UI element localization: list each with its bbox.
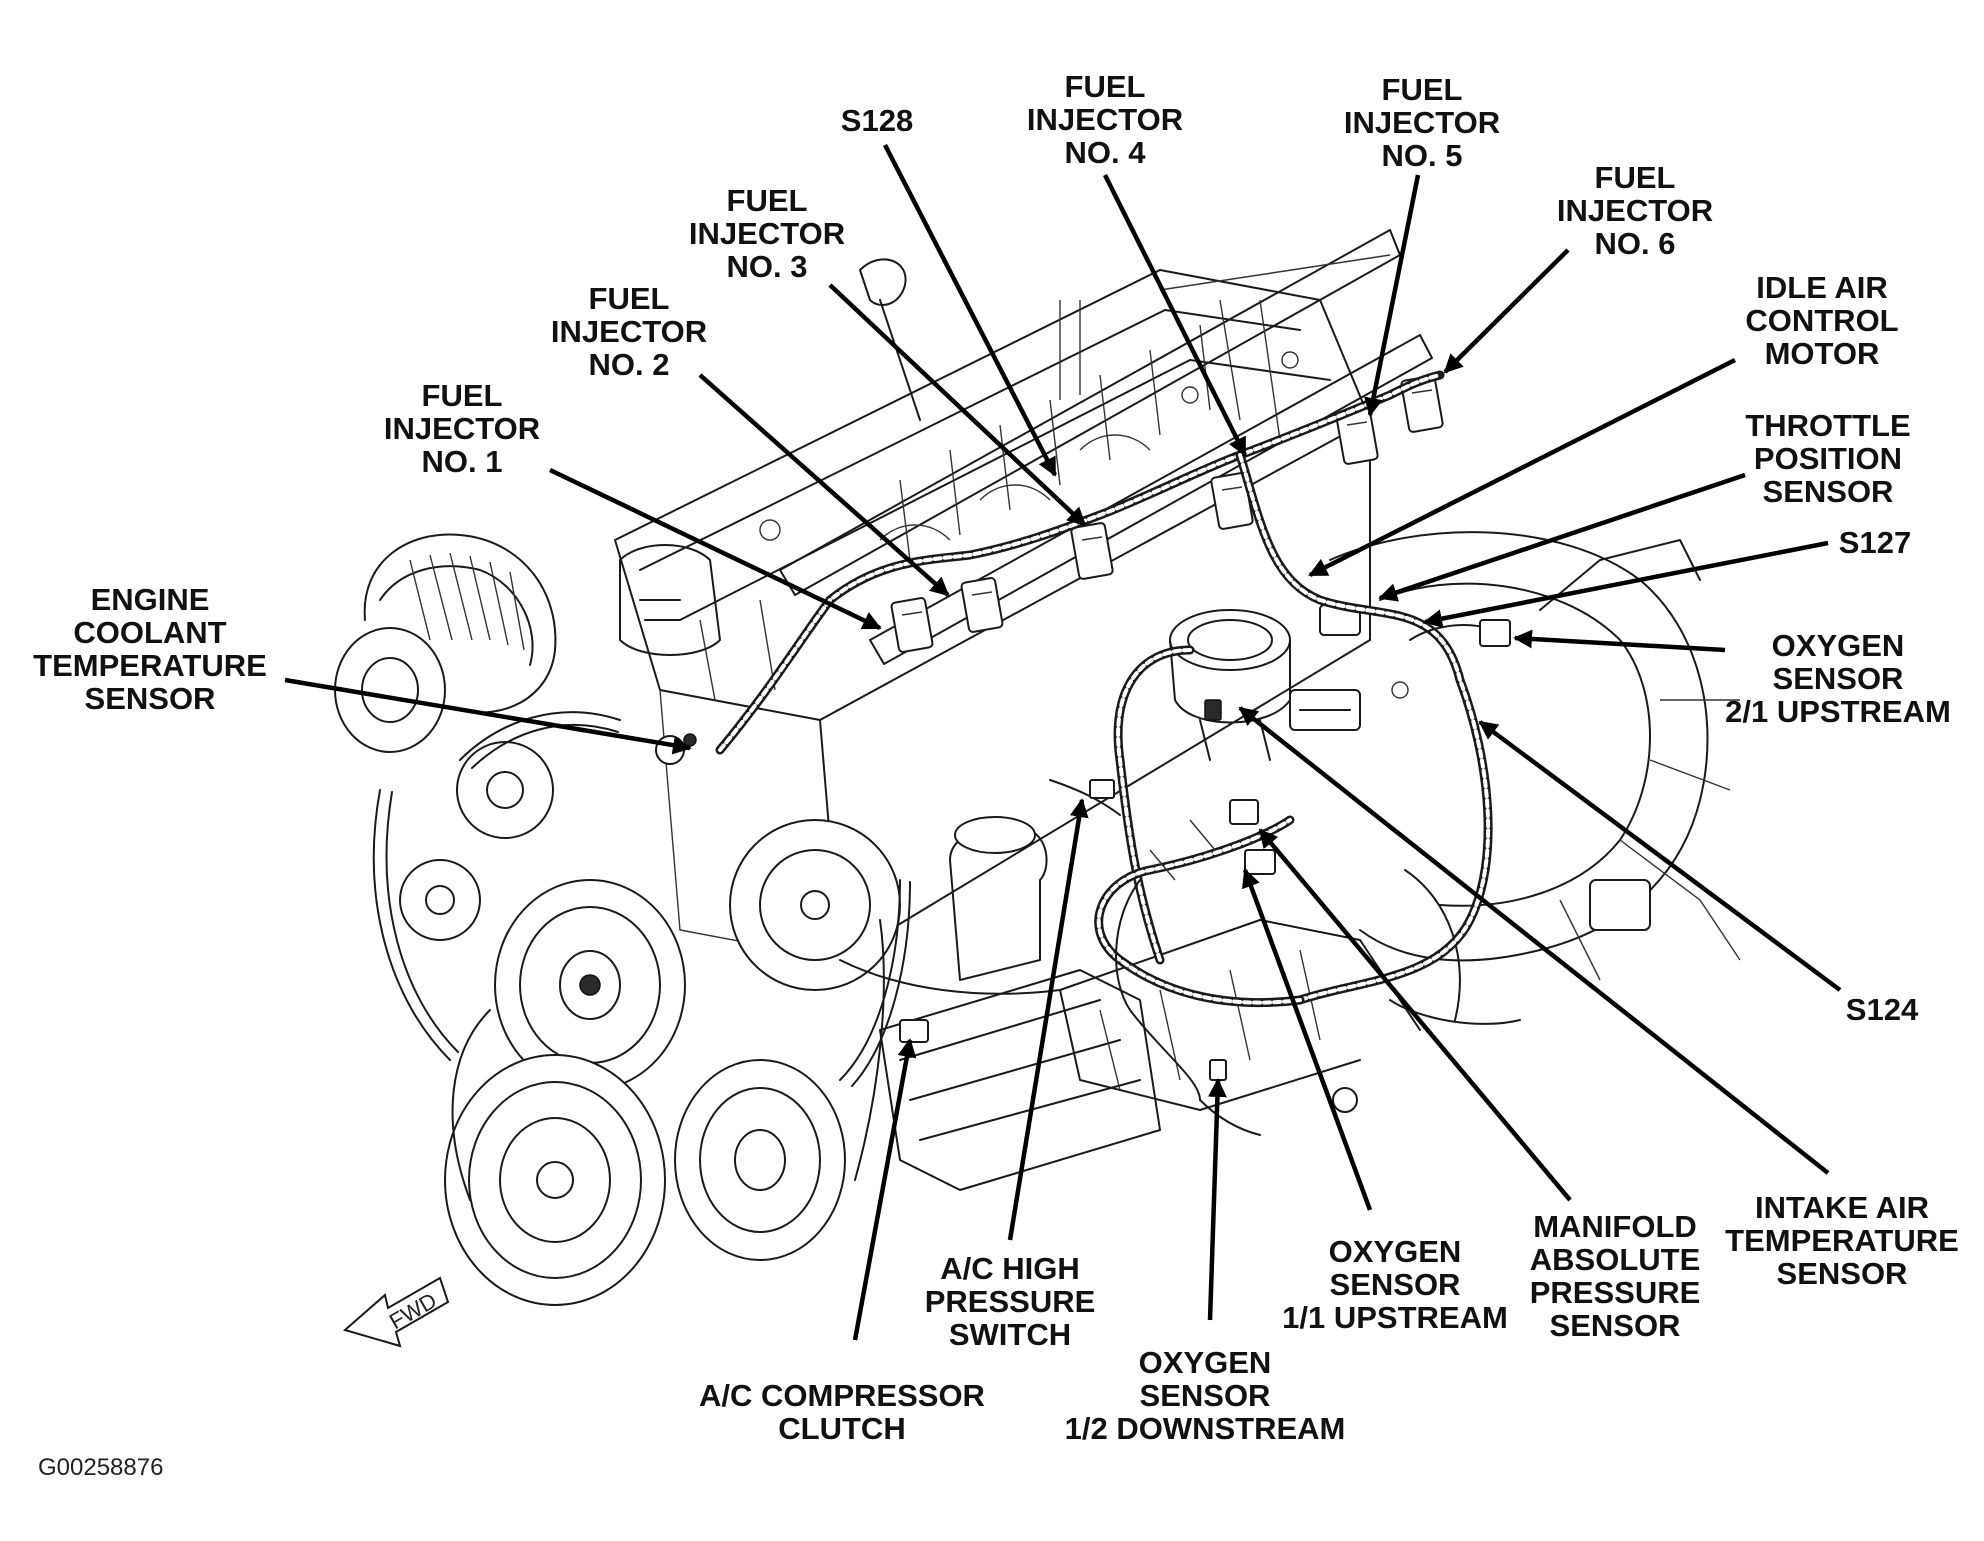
label-fuel-injector-1-line: FUEL: [422, 378, 503, 413]
label-intake-air-temperature-sensor-line: TEMPERATURE: [1725, 1223, 1959, 1258]
label-ac-compressor-clutch-line: CLUTCH: [778, 1411, 905, 1446]
label-engine-coolant-temperature-sensor-line: ENGINE: [91, 582, 210, 617]
label-s124-line: S124: [1846, 992, 1919, 1027]
label-oxygen-sensor-2-1-line: 2/1 UPSTREAM: [1725, 694, 1951, 729]
label-s127: S127: [1839, 525, 1911, 560]
label-fuel-injector-6-line: FUEL: [1595, 160, 1676, 195]
label-fuel-injector-4-line: NO. 4: [1065, 135, 1147, 170]
label-intake-air-temperature-sensor-line: INTAKE AIR: [1755, 1190, 1929, 1225]
label-engine-coolant-temperature-sensor-line: TEMPERATURE: [33, 648, 267, 683]
label-idle-air-control-motor-line: CONTROL: [1745, 303, 1898, 338]
label-s124: S124: [1846, 992, 1919, 1027]
leader-lines: [284, 143, 1842, 1341]
injector-connectors: [890, 375, 1444, 653]
label-intake-air-temperature-sensor-line: SENSOR: [1777, 1256, 1908, 1291]
label-fuel-injector-1-line: INJECTOR: [384, 411, 540, 446]
label-manifold-absolute-pressure-sensor-line: SENSOR: [1550, 1308, 1681, 1343]
label-idle-air-control-motor-line: IDLE AIR: [1756, 270, 1887, 305]
forward-arrow-icon: FWD: [342, 1276, 450, 1348]
label-fuel-injector-2-line: INJECTOR: [551, 314, 707, 349]
label-manifold-absolute-pressure-sensor-line: MANIFOLD: [1533, 1209, 1697, 1244]
label-manifold-absolute-pressure-sensor-line: PRESSURE: [1530, 1275, 1701, 1310]
label-fuel-injector-6-line: NO. 6: [1595, 226, 1676, 261]
label-fuel-injector-2-line: FUEL: [589, 281, 670, 316]
label-idle-air-control-motor-line: MOTOR: [1765, 336, 1880, 371]
label-ac-high-pressure-switch-line: SWITCH: [949, 1317, 1071, 1352]
label-fuel-injector-1-line: NO. 1: [422, 444, 503, 479]
label-s128-line: S128: [841, 103, 913, 138]
label-oxygen-sensor-1-2-line: 1/2 DOWNSTREAM: [1065, 1411, 1346, 1446]
label-engine-coolant-temperature-sensor-line: SENSOR: [85, 681, 216, 716]
label-engine-coolant-temperature-sensor-line: COOLANT: [73, 615, 226, 650]
label-fuel-injector-4-line: INJECTOR: [1027, 102, 1183, 137]
label-ac-high-pressure-switch-line: PRESSURE: [925, 1284, 1096, 1319]
label-s128: S128: [841, 103, 913, 138]
label-fuel-injector-4-line: FUEL: [1065, 69, 1146, 104]
label-fuel-injector-5-line: INJECTOR: [1344, 105, 1500, 140]
label-fuel-injector-2-line: NO. 2: [589, 347, 670, 382]
label-oxygen-sensor-1-2-line: OXYGEN: [1139, 1345, 1272, 1380]
label-fuel-injector-5-line: NO. 5: [1382, 138, 1463, 173]
label-fuel-injector-3-line: FUEL: [727, 183, 808, 218]
label-oxygen-sensor-2-1-line: SENSOR: [1773, 661, 1904, 696]
label-fuel-injector-5-line: FUEL: [1382, 72, 1463, 107]
label-throttle-position-sensor-line: POSITION: [1754, 441, 1902, 476]
label-oxygen-sensor-1-1-line: 1/1 UPSTREAM: [1282, 1300, 1508, 1335]
label-s127-line: S127: [1839, 525, 1911, 560]
label-fuel-injector-3-line: INJECTOR: [689, 216, 845, 251]
label-ac-high-pressure-switch-line: A/C HIGH: [940, 1251, 1080, 1286]
label-fuel-injector-6-line: INJECTOR: [1557, 193, 1713, 228]
label-manifold-absolute-pressure-sensor-line: ABSOLUTE: [1530, 1242, 1701, 1277]
label-oxygen-sensor-1-1-line: SENSOR: [1330, 1267, 1461, 1302]
engine-block-drawing: [334, 229, 1741, 1306]
label-throttle-position-sensor-line: SENSOR: [1763, 474, 1894, 509]
label-oxygen-sensor-2-1-line: OXYGEN: [1772, 628, 1905, 663]
label-fuel-injector-3-line: NO. 3: [727, 249, 808, 284]
wiring-harness: [715, 370, 1511, 1136]
figure-code: G00258876: [38, 1454, 163, 1481]
label-oxygen-sensor-1-2-line: SENSOR: [1140, 1378, 1271, 1413]
label-ac-compressor-clutch-line: A/C COMPRESSOR: [699, 1378, 985, 1413]
label-oxygen-sensor-1-1-line: OXYGEN: [1329, 1234, 1462, 1269]
label-throttle-position-sensor-line: THROTTLE: [1745, 408, 1910, 443]
